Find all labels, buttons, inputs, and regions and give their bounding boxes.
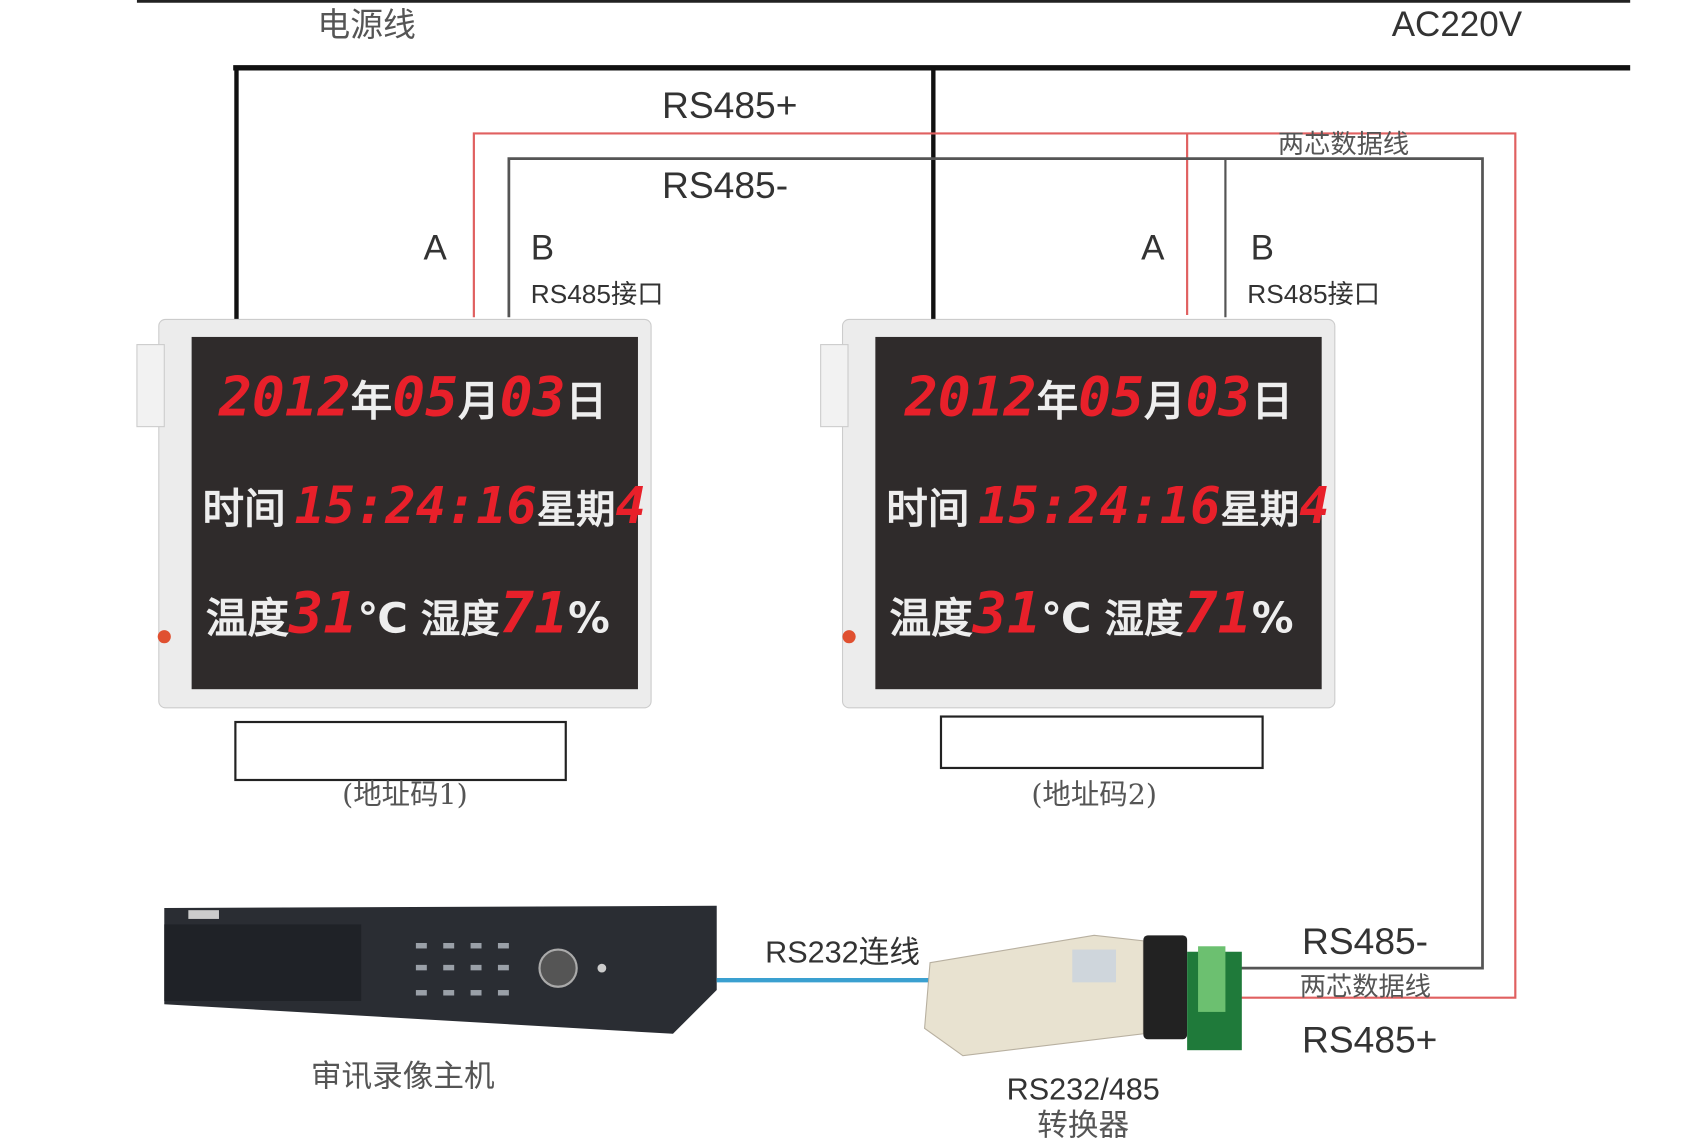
port-label-1: RS485接口 [531,279,664,309]
converter-rs485-plus: RS485+ [1302,1018,1437,1060]
terminal-b-1: B [531,228,554,267]
terminal-a-2: A [1141,228,1165,267]
converter-rs485-minus: RS485- [1302,920,1428,962]
rs232-485-converter [924,934,1242,1057]
rs232-label: RS232连线 [765,936,920,970]
terminal-a-1: A [424,228,448,267]
cable-label-top: 两芯数据线 [1278,130,1409,160]
power-bus [233,65,1631,320]
address-box-2 [939,715,1264,770]
rs485-minus-label: RS485- [662,164,788,206]
voltage-label: AC220V [1392,5,1523,44]
converter-cable-label: 两芯数据线 [1300,973,1431,1003]
rs485-plus-wire [472,132,1517,999]
terminal-b-2: B [1251,228,1274,267]
port-label-2: RS485接口 [1247,279,1380,309]
date-row: 2012年05月03日 [218,365,607,429]
date-row: 2012年05月03日 [904,365,1293,429]
address-label-1: (地址码1) [342,778,468,811]
address-box-1 [234,720,567,782]
rs485-minus-wire [507,157,1484,970]
recording-host-device [164,905,717,1034]
host-label: 审讯录像主机 [311,1059,495,1094]
rs485-plus-label: RS485+ [662,84,797,126]
converter-label-1: RS232/485 [1007,1072,1160,1106]
converter-label-2: 转换器 [1037,1109,1129,1141]
power-line-label: 电源线 [317,6,415,44]
address-label-2: (地址码2) [1031,778,1157,811]
